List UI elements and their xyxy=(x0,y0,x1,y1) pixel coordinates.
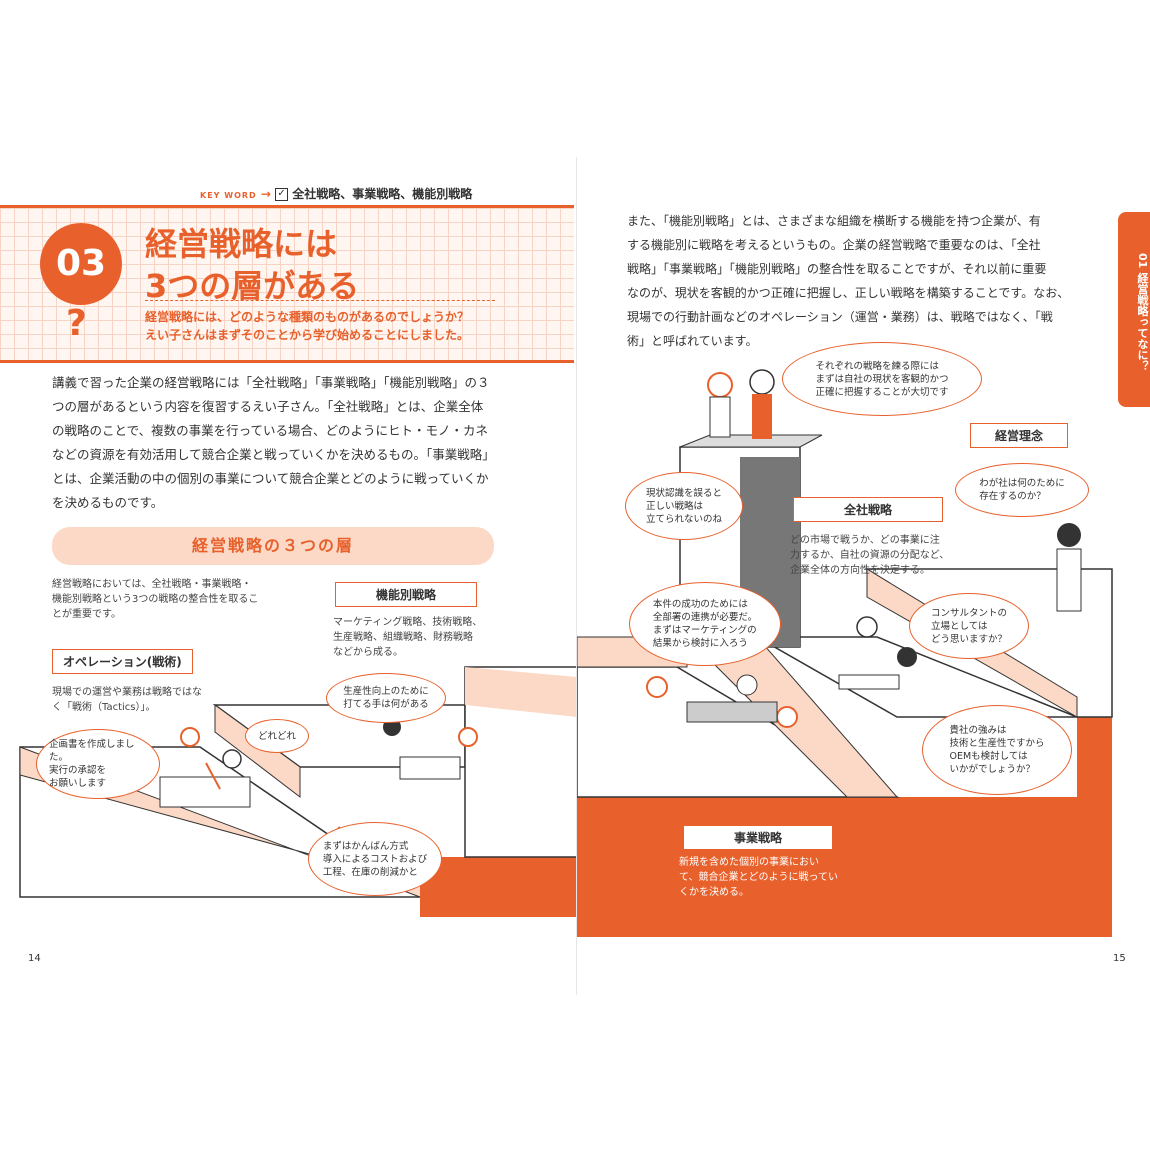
speech-bubble-kanban: まずはかんばん方式 導入によるコストおよび 工程、在庫の削減かと xyxy=(308,822,442,896)
bubble-line: 貴社の強みは xyxy=(949,725,1007,736)
layers-intro: 経営戦略においては、全社戦略・事業戦略・ 機能別戦略という3つの戦略の整合性を取… xyxy=(52,577,258,622)
business-line: くかを決める。 xyxy=(679,887,749,898)
body-line: 術」と呼ばれています。 xyxy=(627,334,758,348)
business-strategy-description: 新規を含めた個別の事業におい て、競合企業とどのように戦ってい くかを決める。 xyxy=(679,855,838,900)
keywords: 全社戦略、事業戦略、機能別戦略 xyxy=(292,187,473,201)
bubble-line: 立てられないのね xyxy=(645,513,722,525)
functional-line: 生産戦略、組織戦略、財務戦略 xyxy=(333,632,473,643)
bubble-line: まずは自社の現状を客観的かつ xyxy=(815,373,949,385)
body-line: などの資源を有効活用して競合企業と戦っていくかを決めるもの。「事業戦略」 xyxy=(52,447,495,462)
body-line: なのが、現状を客観的かつ正確に把握し、正しい戦略を構築することです。なお、 xyxy=(627,286,1070,300)
lead-line: えい子さんはまずそのことから学び始めることにしました。 xyxy=(145,328,470,342)
speech-bubble-mission: わが社は何のために 存在するのか？ xyxy=(955,463,1089,517)
bubble-line: それぞれの戦略を練る際には xyxy=(815,360,939,372)
bubble-line: 本件の成功のためには xyxy=(652,599,748,610)
corporate-strategy-label: 全社戦略 xyxy=(793,497,944,522)
bubble-line: まずはかんばん方式 xyxy=(322,840,409,852)
bubble-line: 全部署の連携が必要だ。 xyxy=(652,612,758,623)
functional-strategy-label: 機能別戦略 xyxy=(335,582,478,607)
body-text: 講義で習った企業の経営戦略には「全社戦略」「事業戦略」「機能別戦略」の３ つの層… xyxy=(52,371,502,515)
section-title: 経営戦略の３つの層 xyxy=(52,527,494,565)
bubble-line: どれどれ xyxy=(258,730,297,742)
bubble-line: コンサルタントの xyxy=(930,607,1007,619)
speech-bubble-each-strategy: それぞれの戦略を練る際には まずは自社の現状を客観的かつ 正確に把握することが大… xyxy=(782,342,982,416)
bubble-line: 存在するのか？ xyxy=(979,491,1046,502)
corporate-line: 力するか、自社の資源の分配など、 xyxy=(790,550,950,561)
philosophy-label: 経営理念 xyxy=(970,423,1069,448)
question-mark-icon: ? xyxy=(66,303,87,344)
functional-line: マーケティング戦略、技術戦略、 xyxy=(333,617,483,628)
bubble-line: 導入によるコストおよび xyxy=(322,853,428,865)
intro-line: 経営戦略においては、全社戦略・事業戦略・ xyxy=(52,579,252,590)
page-title: 経営戦略には 3つの層がある xyxy=(145,223,359,307)
lead-line: 経営戦略には、どのような種類のものがあるのでしょうか？ xyxy=(145,310,470,324)
body-line: を決めるものです。 xyxy=(52,495,164,510)
corporate-line: どの市場で戦うか、どの事業に注 xyxy=(790,535,940,546)
intro-line: 機能別戦略という3つの戦略の整合性を取るこ xyxy=(52,594,259,605)
bubble-line: 生産性向上のために xyxy=(343,686,429,697)
page-number: 15 xyxy=(1113,953,1126,964)
speech-bubble-oem: 貴社の強みは 技術と生産性ですから OEMも検討しては いかがでしょうか？ xyxy=(922,705,1072,795)
right-page: 01 経営戦略ってなに？ また、「機能別戦略」とは、さまざまな組織を横断する機能… xyxy=(577,157,1150,995)
speech-bubble-success: 本件の成功のためには 全部署の連携が必要だ。 まずはマーケティングの 結果から検… xyxy=(629,582,781,666)
steps-illustration-left xyxy=(19,666,577,917)
keyword-tag: KEY WORD xyxy=(200,191,257,200)
corporate-line: 企業全体の方向性を決定する。 xyxy=(790,565,930,576)
body-line: 現場での行動計画などのオペレーション（運営・業務）は、戦略ではなく、「戦 xyxy=(627,310,1053,324)
bubble-line: まずはマーケティングの xyxy=(652,625,757,636)
bubble-line: いかがでしょうか？ xyxy=(949,764,1035,775)
title-divider xyxy=(145,300,495,301)
bubble-line: 立場としては xyxy=(930,620,988,632)
business-strategy-label: 事業戦略 xyxy=(683,825,834,850)
business-line: て、競合企業とどのように戦ってい xyxy=(679,872,838,883)
keyword-line: KEY WORD → ✓ 全社戦略、事業戦略、機能別戦略 xyxy=(200,185,472,202)
title-line-2: 3つの層がある xyxy=(145,267,360,305)
body-line: の戦略のことで、複数の事業を行っている場合、どのようにヒト・モノ・カネ xyxy=(52,423,489,438)
bubble-line: 企画書を作成しました。 xyxy=(49,739,135,763)
functional-line: などから成る。 xyxy=(333,647,403,658)
speech-bubble-check: どれどれ xyxy=(245,719,309,753)
bubble-line: 結果から検討に入ろう xyxy=(652,638,748,649)
body-line: 講義で習った企業の経営戦略には「全社戦略」「事業戦略」「機能別戦略」の３ xyxy=(52,375,490,390)
arrow-right-icon: → xyxy=(260,187,271,201)
business-line: 新規を含めた個別の事業におい xyxy=(679,857,819,868)
chapter-side-tab: 01 経営戦略ってなに？ xyxy=(1118,212,1150,407)
bubble-line: 現状認識を誤ると xyxy=(645,487,722,499)
speech-bubble-recognition: 現状認識を誤ると 正しい戦略は 立てられないのね xyxy=(625,472,743,540)
bubble-line: OEMも検討しては xyxy=(949,751,1028,762)
body-line: また、「機能別戦略」とは、さまざまな組織を横断する機能を持つ企業が、有 xyxy=(627,214,1041,228)
operation-description: 現場での運営や業務は戦略ではな く「戦術（Tactics）」。 xyxy=(52,685,202,715)
bubble-line: お願いします xyxy=(49,778,107,789)
body-line: とは、企業活動の中の個別の事業について競合企業とどのように戦っていくか xyxy=(52,471,489,486)
bubble-line: 打てる手は何がある xyxy=(343,699,429,710)
intro-line: とが重要です。 xyxy=(52,609,121,620)
body-line: する機能別に戦略を考えるというもの。企業の経営戦略で重要なのは、「全社 xyxy=(627,238,1041,252)
page-number: 14 xyxy=(28,953,41,964)
body-line: 戦略」「事業戦略」「機能別戦略」の整合性を取ることですが、それ以前に重要 xyxy=(627,262,1047,276)
chapter-number: 03 xyxy=(40,223,122,305)
bubble-line: 技術と生産性ですから xyxy=(949,738,1045,749)
corporate-strategy-description: どの市場で戦うか、どの事業に注 力するか、自社の資源の分配など、 企業全体の方向… xyxy=(790,533,949,578)
operation-label: オペレーション(戦術) xyxy=(52,649,193,674)
bubble-line: 実行の承認を xyxy=(49,765,107,776)
body-text: また、「機能別戦略」とは、さまざまな組織を横断する機能を持つ企業が、有 する機能… xyxy=(627,209,1117,353)
speech-bubble-productivity: 生産性向上のために 打てる手は何がある xyxy=(326,673,446,723)
lead-text: 経営戦略には、どのような種類のものがあるのでしょうか？ えい子さんはまずそのこと… xyxy=(145,308,469,344)
bubble-line: 工程、在庫の削減かと xyxy=(322,866,418,878)
body-line: つの層があるという内容を復習するえい子さん。「全社戦略」とは、企業全体 xyxy=(52,399,484,414)
bubble-line: どう思いますか？ xyxy=(930,633,1007,645)
left-page: KEY WORD → ✓ 全社戦略、事業戦略、機能別戦略 03 ? 経営戦略には… xyxy=(0,157,577,995)
bubble-line: わが社は何のために xyxy=(979,478,1065,489)
speech-bubble-consultant: コンサルタントの 立場としては どう思いますか？ xyxy=(909,593,1029,659)
bubble-line: 正確に把握することが大切です xyxy=(815,386,949,398)
operation-line: 現場での運営や業務は戦略ではな xyxy=(52,687,202,698)
functional-strategy-description: マーケティング戦略、技術戦略、 生産戦略、組織戦略、財務戦略 などから成る。 xyxy=(333,615,482,660)
checkbox-icon: ✓ xyxy=(275,188,289,201)
bubble-line: 正しい戦略は xyxy=(645,500,703,512)
operation-line: く「戦術（Tactics）」。 xyxy=(52,702,156,713)
title-line-1: 経営戦略には xyxy=(145,225,338,263)
speech-bubble-plan: 企画書を作成しました。 実行の承認を お願いします xyxy=(36,729,160,799)
